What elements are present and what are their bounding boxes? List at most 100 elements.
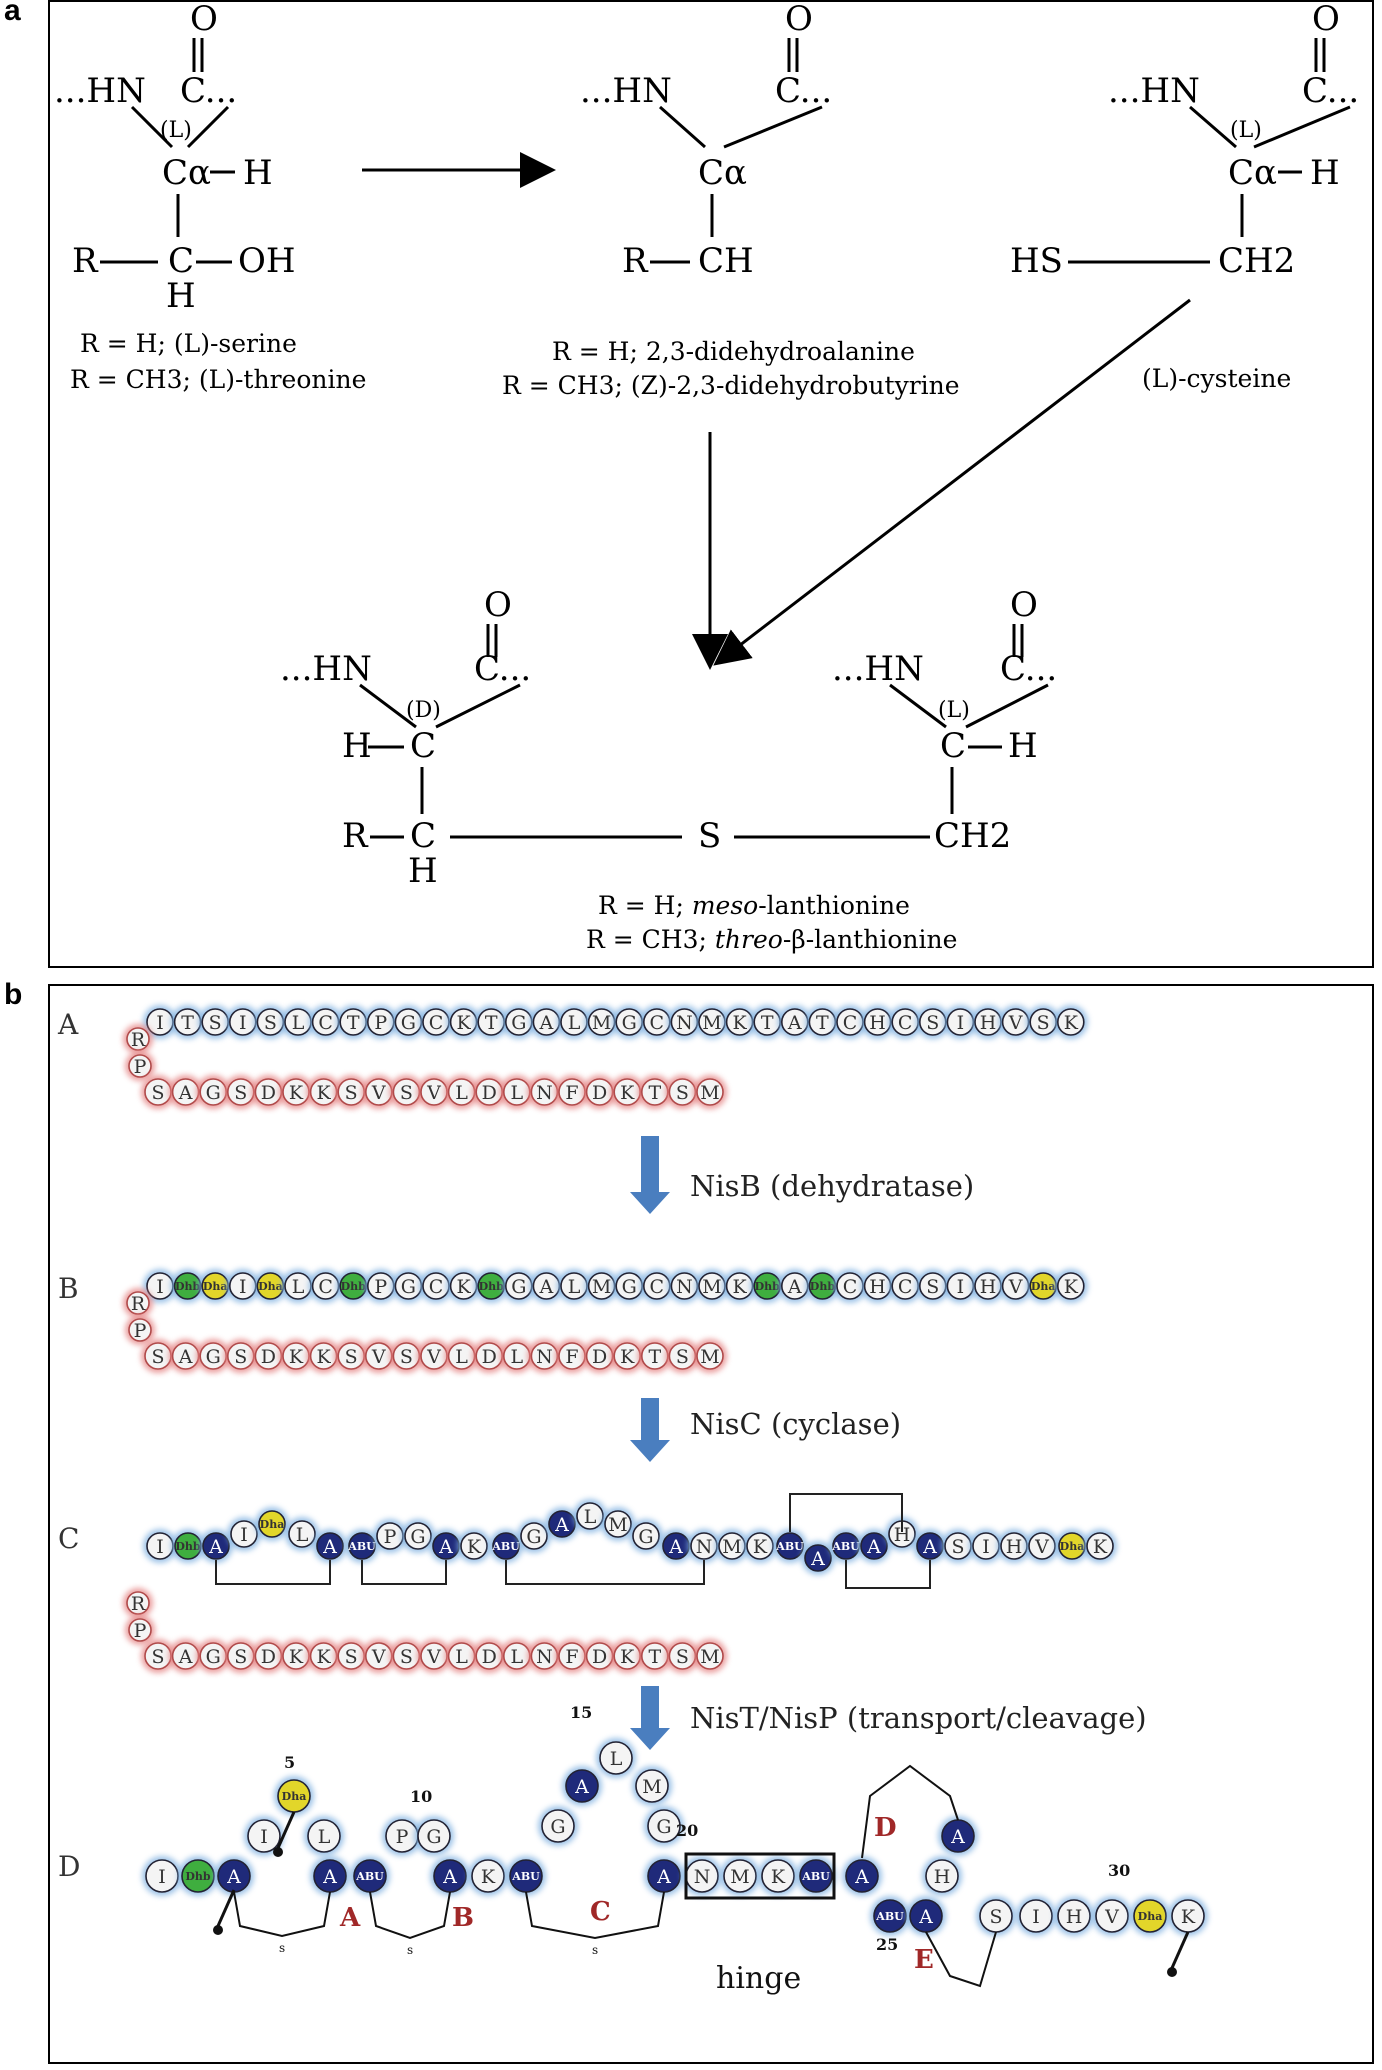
residue-bead: S bbox=[223, 1339, 258, 1373]
atom-h2: H bbox=[408, 851, 438, 891]
residue-bead: L bbox=[444, 1075, 479, 1109]
residue-bead: N bbox=[682, 1856, 722, 1896]
residue-bead: P bbox=[382, 1816, 422, 1856]
residue-label: A bbox=[922, 1536, 937, 1558]
residue-number: 25 bbox=[876, 1935, 898, 1954]
residue-bead: K bbox=[610, 1639, 645, 1673]
residue-label: M bbox=[608, 1514, 627, 1536]
residue-label: Dha bbox=[1138, 1910, 1163, 1923]
residue-label: K bbox=[1064, 1012, 1079, 1034]
residue-label: N bbox=[694, 1866, 711, 1888]
residue-label: M bbox=[700, 1346, 719, 1368]
bead-circle bbox=[860, 1532, 888, 1560]
bead-circle bbox=[632, 1522, 660, 1550]
ring-label: D bbox=[874, 1813, 897, 1843]
bead-circle bbox=[1095, 1899, 1129, 1933]
residue-label: ABU bbox=[355, 1870, 384, 1883]
residue-label: I bbox=[260, 1826, 268, 1848]
residue-label: G bbox=[206, 1082, 221, 1104]
hinge-box bbox=[684, 1852, 836, 1900]
residue-label: K bbox=[456, 1276, 471, 1298]
caption-threonine: R = CH3; (L)-threonine bbox=[70, 365, 366, 394]
residue-bead: K bbox=[758, 1856, 798, 1896]
bead-circle bbox=[1133, 1899, 1167, 1933]
residue-bead: M bbox=[693, 1075, 727, 1109]
ring-label: C bbox=[590, 1897, 611, 1927]
residue-bead: S bbox=[389, 1075, 424, 1109]
residue-bead: G bbox=[196, 1075, 231, 1109]
atom-hn: ...HN bbox=[1108, 71, 1200, 111]
row-label-c: C bbox=[58, 1522, 79, 1555]
residue-label: ABU bbox=[511, 1870, 540, 1883]
residue-label: L bbox=[455, 1082, 468, 1104]
residue-bead: K bbox=[279, 1639, 313, 1673]
residue-bead: M bbox=[601, 1507, 635, 1541]
thioether-bridge bbox=[789, 1493, 903, 1532]
sulfur-label: s bbox=[279, 1941, 285, 1955]
residue-label: K bbox=[316, 1646, 331, 1668]
residue-label: M bbox=[702, 1276, 721, 1298]
ring-label: E bbox=[914, 1945, 934, 1975]
bead-circle bbox=[1056, 1272, 1085, 1300]
residue-bead: G bbox=[196, 1339, 231, 1373]
residue-bead: V bbox=[417, 1639, 451, 1673]
residue-bead: I bbox=[143, 1269, 177, 1303]
residue-number: 15 bbox=[570, 1703, 592, 1722]
caption-dhb: R = CH3; (Z)-2,3-didehydrobutyrine bbox=[502, 371, 960, 400]
residue-bead: S bbox=[334, 1339, 369, 1373]
residue-label: L bbox=[292, 1012, 305, 1034]
residue-label: V bbox=[426, 1082, 441, 1104]
residue-number: 5 bbox=[284, 1753, 295, 1772]
residue-number: 10 bbox=[410, 1787, 432, 1806]
residue-label: C bbox=[898, 1276, 913, 1298]
bead-circle bbox=[307, 1819, 341, 1853]
residue-label: G bbox=[656, 1816, 671, 1838]
residue-label: M bbox=[592, 1276, 611, 1298]
residue-label: ABU bbox=[347, 1540, 376, 1553]
residue-bead: Dha bbox=[255, 1507, 289, 1541]
residue-label: K bbox=[753, 1536, 768, 1558]
caption-threo: R = CH3; threo-β-lanthionine bbox=[586, 925, 957, 954]
residue-label: D bbox=[261, 1646, 276, 1668]
atom-ca: Cα bbox=[162, 153, 211, 193]
atom-r: R bbox=[72, 241, 99, 281]
residue-label: R bbox=[131, 1593, 146, 1615]
residue-bead: S bbox=[141, 1639, 175, 1673]
residue-label: A bbox=[178, 1346, 193, 1368]
residue-label: A bbox=[208, 1536, 223, 1558]
residue-bead: T bbox=[474, 1005, 509, 1039]
residue-bead: M bbox=[695, 1269, 729, 1303]
residue-label: I bbox=[982, 1536, 990, 1558]
residue-label: Dha bbox=[203, 1280, 228, 1293]
residue-bead: A bbox=[801, 1541, 835, 1575]
residue-bead: P bbox=[363, 1269, 398, 1303]
residue-bead: S bbox=[141, 1339, 175, 1373]
residue-bead: M bbox=[632, 1766, 672, 1806]
residue-label: S bbox=[264, 1012, 277, 1034]
residue-bead: G bbox=[644, 1806, 684, 1846]
residue-bead: A bbox=[168, 1339, 203, 1373]
atom-o: O bbox=[190, 2, 218, 39]
residue-bead: K bbox=[1083, 1529, 1117, 1563]
residue-bead: L bbox=[499, 1075, 534, 1109]
reaction-scheme: O ...HN C... (L) Cα H R C OH H R = H; (L… bbox=[54, 2, 1359, 954]
residue-label: L bbox=[292, 1276, 305, 1298]
residue-bead: M bbox=[720, 1856, 760, 1896]
residue-label: G bbox=[206, 1646, 221, 1668]
residue-label: V bbox=[371, 1082, 386, 1104]
residue-bead: V bbox=[417, 1339, 451, 1373]
residue-bead: K bbox=[610, 1339, 645, 1373]
atom-h: H bbox=[1310, 153, 1340, 193]
bead-circle bbox=[492, 1532, 520, 1560]
atom-h: H bbox=[243, 153, 273, 193]
atom-ch2: CH2 bbox=[1218, 241, 1295, 281]
residue-label: T bbox=[648, 1346, 661, 1368]
residue-label: F bbox=[565, 1646, 578, 1668]
residue-bead: F bbox=[555, 1075, 589, 1109]
residue-bead: Dha bbox=[1026, 1269, 1061, 1303]
residue-bead: ABU bbox=[489, 1529, 523, 1563]
residue-bead: ABU bbox=[870, 1896, 910, 1936]
residue-bead: I bbox=[225, 1269, 260, 1303]
residue-bead: D bbox=[472, 1639, 507, 1673]
residue-label: H bbox=[894, 1524, 911, 1546]
